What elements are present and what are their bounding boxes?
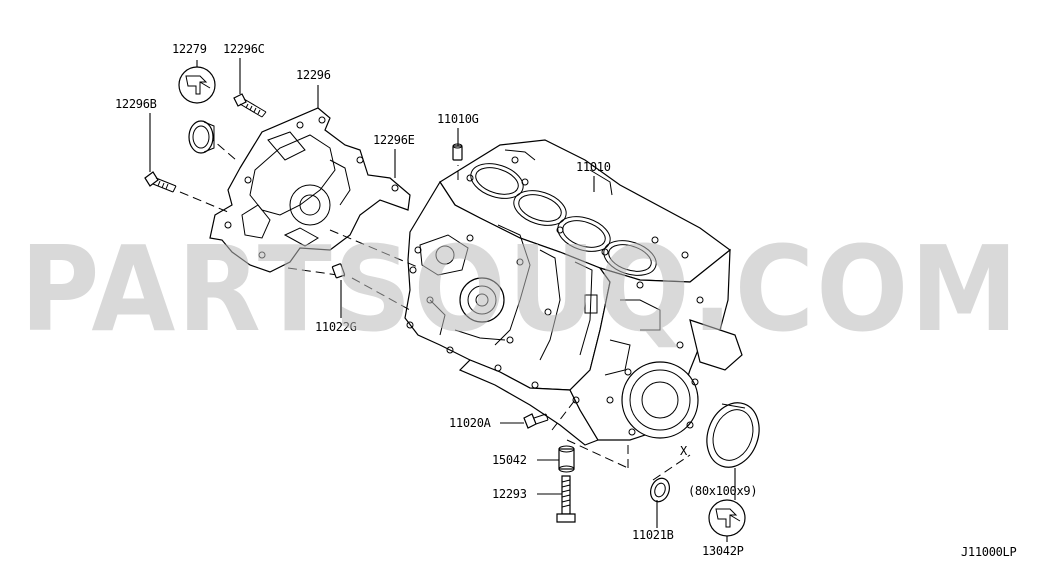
dowel-11022G[interactable] (331, 263, 346, 279)
label-11021B[interactable]: 11021B (632, 528, 674, 542)
rear-main-seal-13042P[interactable] (698, 395, 768, 474)
label-11020A[interactable]: 11020A (449, 416, 492, 430)
seal-section-icon (178, 66, 216, 104)
seal-section-icon-2 (708, 499, 746, 537)
bolt-11020A[interactable] (523, 413, 549, 429)
label-12296[interactable]: 12296 (296, 68, 331, 82)
leader-lines (149, 58, 736, 542)
label-11010[interactable]: 11010 (576, 160, 611, 174)
label-12296C[interactable]: 12296C (223, 42, 265, 56)
label-11010G[interactable]: 11010G (437, 112, 479, 126)
label-12279[interactable]: 12279 (172, 42, 207, 56)
label-12296B[interactable]: 12296B (115, 97, 157, 111)
diagram-code: J11000LP (961, 545, 1016, 559)
bolt-12293[interactable] (556, 475, 576, 523)
plug-15042[interactable] (558, 445, 575, 473)
front-cover-12296[interactable] (209, 107, 411, 273)
seal-11021B[interactable] (647, 476, 672, 505)
x-mark-label: X (680, 444, 688, 458)
dowel-11010G[interactable] (452, 143, 463, 161)
label-12293[interactable]: 12293 (492, 487, 527, 501)
watermark: PARTSOUQ.COM (20, 220, 1020, 358)
bolt-12296B[interactable] (144, 171, 177, 193)
bolt-12296C[interactable] (233, 93, 267, 118)
seal-12279[interactable] (188, 120, 215, 154)
label-15042[interactable]: 15042 (492, 453, 527, 467)
label-13042P[interactable]: 13042P (702, 544, 744, 558)
label-12296E[interactable]: 12296E (373, 133, 415, 147)
seal-size-label: (80x100x9) (688, 484, 757, 498)
cylinder-block-11010[interactable] (404, 139, 743, 446)
part-labels: 12279 12296C 12296 12296B 12296E 11010G … (115, 42, 1017, 559)
label-11022G[interactable]: 11022G (315, 320, 357, 334)
